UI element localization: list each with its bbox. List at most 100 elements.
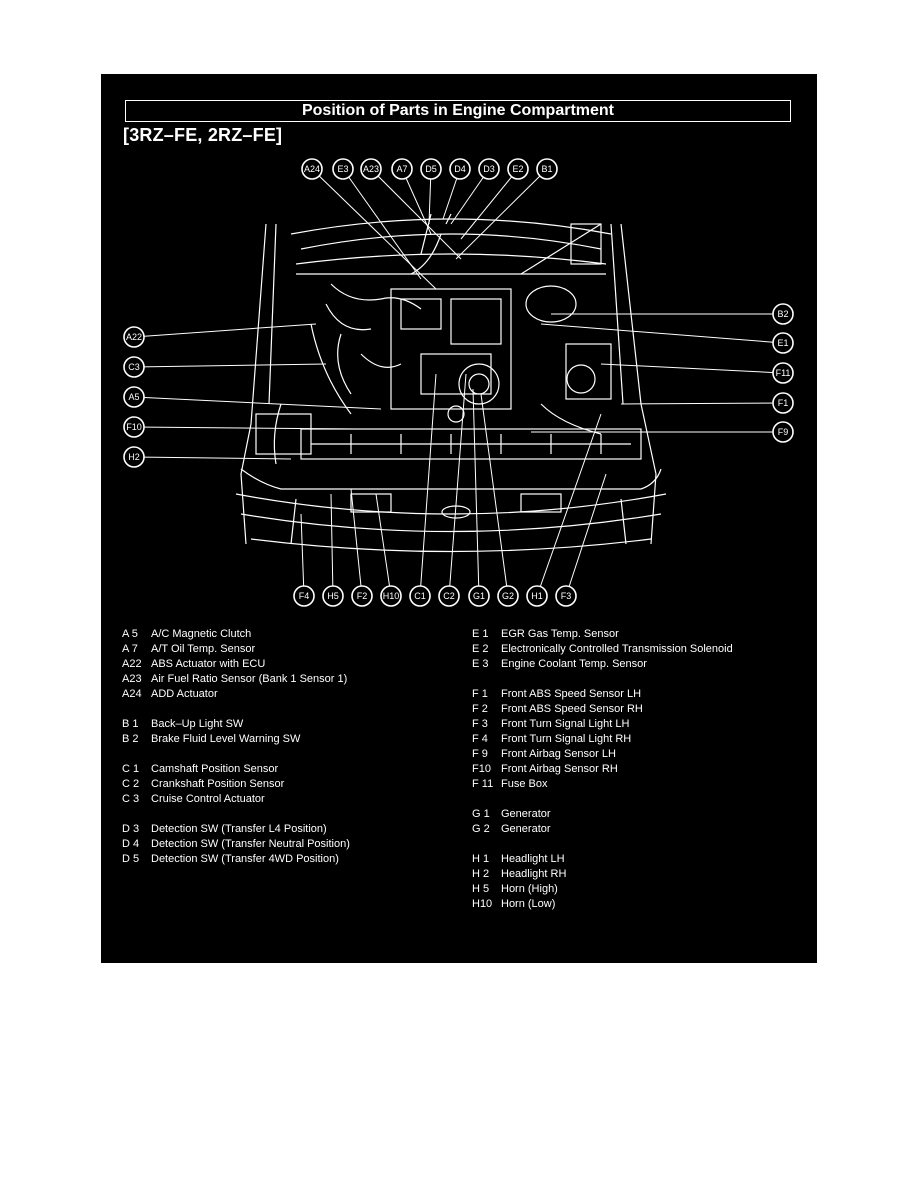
legend-label: Cruise Control Actuator: [151, 793, 265, 805]
callout-a23: A23: [360, 158, 382, 180]
legend-code: C 2: [122, 778, 140, 790]
legend-code: H 5: [472, 883, 490, 895]
leader-line-a23: [370, 168, 462, 260]
legend-label: Electronically Controlled Transmission S…: [501, 643, 733, 655]
legend-item: C 1 Camshaft Position Sensor: [122, 762, 350, 777]
svg-text:G1: G1: [473, 591, 485, 601]
leader-line-h1: [536, 413, 602, 597]
legend-code: A22: [122, 658, 142, 670]
legend-label: Detection SW (Transfer L4 Position): [151, 823, 327, 835]
leader-line-f11: [600, 363, 784, 374]
callout-b1: B1: [536, 158, 558, 180]
legend-item: G 1 Generator: [472, 807, 733, 822]
legend-item: C 2 Crankshaft Position Sensor: [122, 777, 350, 792]
callout-f11: F11: [772, 362, 794, 384]
svg-text:B1: B1: [541, 164, 552, 174]
leader-line-g1: [472, 388, 480, 597]
callout-d3: D3: [478, 158, 500, 180]
legend-code: E 3: [472, 658, 489, 670]
diagram-panel: Position of Parts in Engine Compartment …: [101, 74, 817, 963]
legend-code: C 1: [122, 763, 140, 775]
callout-b2: B2: [772, 303, 794, 325]
svg-text:F9: F9: [778, 427, 789, 437]
svg-text:E2: E2: [512, 164, 523, 174]
legend-code: B 1: [122, 718, 139, 730]
callout-g2: G2: [497, 585, 519, 607]
legend-code: D 5: [122, 853, 140, 865]
svg-text:A24: A24: [304, 164, 320, 174]
legend-label: Generator: [501, 808, 551, 820]
callout-h5: H5: [322, 585, 344, 607]
svg-text:B2: B2: [777, 309, 788, 319]
callout-h2: H2: [123, 446, 145, 468]
legend-item: E 2 Electronically Controlled Transmissio…: [472, 642, 733, 657]
callout-d5: D5: [420, 158, 442, 180]
leader-line-h2: [133, 456, 292, 460]
legend-label: Horn (Low): [501, 898, 556, 910]
legend-label: Crankshaft Position Sensor: [151, 778, 285, 790]
legend-item: H10 Horn (Low): [472, 897, 733, 912]
legend-label: Headlight LH: [501, 853, 565, 865]
legend-label: ABS Actuator with ECU: [151, 658, 266, 670]
svg-text:E1: E1: [777, 338, 788, 348]
legend-code: A24: [122, 688, 142, 700]
callout-e1: E1: [772, 332, 794, 354]
legend-code: D 4: [122, 838, 140, 850]
leader-line-a24: [311, 168, 437, 290]
legend-code: G 2: [472, 823, 490, 835]
svg-text:H1: H1: [531, 591, 543, 601]
legend-item: A22 ABS Actuator with ECU: [122, 657, 350, 672]
legend-label: Detection SW (Transfer 4WD Position): [151, 853, 339, 865]
svg-text:A5: A5: [128, 392, 139, 402]
legend-label: Camshaft Position Sensor: [151, 763, 279, 775]
legend-code: H 2: [472, 868, 490, 880]
legend-code: H10: [472, 898, 493, 910]
legend-label: A/C Magnetic Clutch: [151, 628, 252, 640]
legend-label: Horn (High): [501, 883, 558, 895]
leader-line-f10: [133, 426, 357, 430]
engine-variant-label: [3RZ–FE, 2RZ–FE]: [123, 125, 283, 145]
legend-code: G 1: [472, 808, 490, 820]
leader-line-b1: [455, 168, 548, 260]
engine-drawing: [235, 213, 667, 553]
callout-f3: F3: [555, 585, 577, 607]
leader-line-c2: [448, 373, 467, 597]
legend-code: F 3: [472, 718, 488, 730]
legend-label: Air Fuel Ratio Sensor (Bank 1 Sensor 1): [151, 673, 348, 685]
svg-text:F1: F1: [778, 398, 789, 408]
callout-a24: A24: [301, 158, 323, 180]
callout-a5: A5: [123, 386, 145, 408]
svg-text:F10: F10: [126, 422, 142, 432]
svg-text:A23: A23: [363, 164, 379, 174]
legend-label: Engine Coolant Temp. Sensor: [501, 658, 647, 670]
legend-item: D 4 Detection SW (Transfer Neutral Positi…: [122, 837, 350, 852]
legend-label: ADD Actuator: [151, 688, 218, 700]
legend-code: E 1: [472, 628, 489, 640]
legend-label: Detection SW (Transfer Neutral Position): [151, 838, 350, 850]
svg-text:D3: D3: [483, 164, 495, 174]
callout-leaders: [133, 168, 784, 597]
svg-text:H2: H2: [128, 452, 140, 462]
svg-text:F3: F3: [561, 591, 572, 601]
svg-text:C1: C1: [414, 591, 426, 601]
legend-label: Front Airbag Sensor LH: [501, 748, 616, 760]
leader-line-e2: [460, 168, 519, 240]
legend-code: F 4: [472, 733, 488, 745]
legend-item: H 5 Horn (High): [472, 882, 733, 897]
legend-code: E 2: [472, 643, 489, 655]
